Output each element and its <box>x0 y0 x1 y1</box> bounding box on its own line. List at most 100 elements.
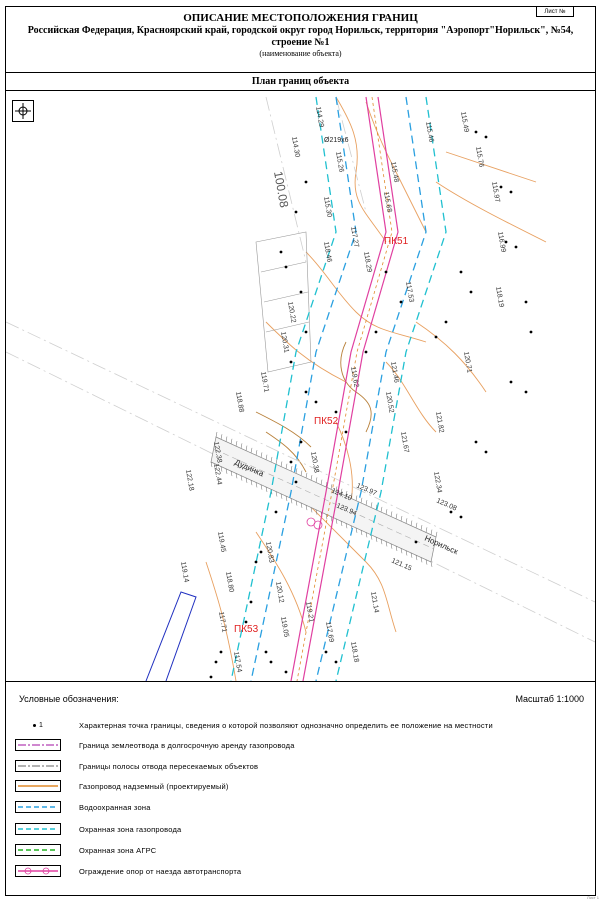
spot-height-label: 115.76 <box>474 146 485 168</box>
spot-height-label: 117.54 <box>232 651 243 673</box>
legend-row: Граница землеотвода в долгосрочную аренд… <box>15 738 295 752</box>
crossing-boundaries <box>6 96 595 643</box>
road-hatch-tick <box>220 466 223 472</box>
survey-point <box>304 390 308 394</box>
survey-point <box>484 450 488 454</box>
road-hatch-tick <box>245 445 248 451</box>
road-hatch-tick <box>305 505 308 511</box>
survey-point <box>374 330 378 334</box>
crossing-boundary <box>265 96 307 263</box>
survey-point <box>474 440 478 444</box>
allotment-boundary-right <box>302 96 399 681</box>
road-hatch-tick <box>355 495 358 501</box>
road-hatch-tick <box>360 530 363 536</box>
footer-note: Лист 1 <box>586 895 599 900</box>
map-canvas[interactable]: 115.49115.76115.97116.99118.19120.71121.… <box>6 92 595 681</box>
spot-height-label: 115.26 <box>334 151 345 173</box>
existing-structure-hatch <box>260 261 307 273</box>
road-hatch-tick <box>365 500 368 506</box>
spot-height-label: 115.68 <box>382 191 393 213</box>
road-hatch-tick <box>405 550 408 556</box>
road-hatch-tick <box>290 466 293 472</box>
spot-height-label: 122.34 <box>432 471 443 493</box>
spot-height-label: 120.71 <box>462 351 473 373</box>
survey-point <box>334 410 338 414</box>
picket-label-pk51: ПК51 <box>384 236 409 247</box>
road-carriageway <box>210 436 437 563</box>
spot-height-label: 119.71 <box>259 371 270 393</box>
road-hatch-tick <box>420 525 423 531</box>
road-hatch-tick <box>305 472 308 478</box>
object-caption: (наименование объекта) <box>259 49 342 58</box>
scale-label: Масштаб 1:1000 <box>515 694 584 704</box>
survey-point <box>254 560 258 564</box>
contour-line <box>335 421 353 503</box>
road-hatch-tick <box>375 536 378 542</box>
contour-line <box>205 561 237 681</box>
legend-line-icon <box>18 785 58 787</box>
legend-symbol <box>15 739 61 751</box>
road-hatch-tick <box>265 486 268 493</box>
road-hatch-tick <box>235 473 238 479</box>
spot-height-label: 118.46 <box>322 241 333 263</box>
water-protection-zone-left <box>250 96 357 681</box>
road-hatch-tick <box>365 532 368 538</box>
road-hatch-tick <box>245 477 248 483</box>
spot-height-label: 121.82 <box>434 411 445 433</box>
sheet-number-box: Лист № <box>536 6 574 17</box>
road-hatch-tick <box>280 461 283 467</box>
contour-line <box>435 181 547 243</box>
document-title: ОПИСАНИЕ МЕСТОПОЛОЖЕНИЯ ГРАНИЦ <box>183 12 418 24</box>
survey-point <box>284 265 288 269</box>
spot-height-label: 122.38 <box>212 441 223 463</box>
road-hatch-tick <box>295 500 298 506</box>
contour-line <box>445 151 537 183</box>
spot-heights: 115.49115.76115.97116.99118.19120.71121.… <box>179 106 507 673</box>
legend-row: Границы полосы отвода пересекаемых объек… <box>15 759 258 773</box>
spot-height-label: 119.14 <box>179 561 190 583</box>
legend-title: Условные обозначения: <box>19 694 119 704</box>
survey-point <box>474 130 478 134</box>
road-hatch-tick <box>240 475 243 481</box>
spot-height-label: 117.69 <box>324 621 335 643</box>
road-hatch-tick <box>330 516 333 522</box>
existing-structure-outline <box>255 231 312 373</box>
spot-height-label: 117.27 <box>349 226 360 248</box>
road-hatch-tick <box>370 502 373 508</box>
north-arrow-icon[interactable] <box>12 100 34 122</box>
survey-point <box>524 300 528 304</box>
survey-point <box>399 300 403 304</box>
spot-height-label: 117.53 <box>404 281 415 303</box>
spot-height-label: 121.14 <box>369 591 380 613</box>
survey-point <box>249 600 253 604</box>
legend-symbol <box>15 865 61 877</box>
spot-height-label: 121.46 <box>389 361 400 383</box>
spot-height-label: 120.12 <box>274 581 285 603</box>
spot-height-label: 115.97 <box>490 181 501 203</box>
road-hatch-tick <box>210 461 213 468</box>
spot-height-label: 123.97 <box>355 482 378 497</box>
survey-point <box>434 335 438 339</box>
road-hatch-tick <box>215 464 218 470</box>
picket-label-pk52: ПК52 <box>314 416 339 427</box>
legend-line-icon <box>18 765 58 767</box>
road-hatch-tick <box>225 436 228 442</box>
road-hatch-tick <box>215 431 218 438</box>
survey-point <box>244 620 248 624</box>
road-hatch-tick <box>375 504 378 510</box>
survey-point <box>269 660 273 664</box>
legend-symbol <box>15 823 61 835</box>
survey-point <box>384 270 388 274</box>
legend-line-icon <box>18 744 58 746</box>
survey-point <box>214 660 218 664</box>
pipe-diameter-label: Ø219х6 <box>324 137 349 144</box>
road-embankment-hatching <box>210 431 438 567</box>
spot-height-label: 122.44 <box>212 463 223 485</box>
survey-point <box>314 400 318 404</box>
road <box>210 431 438 567</box>
survey-point <box>484 135 488 139</box>
spot-height-label: 115.46 <box>424 121 435 143</box>
